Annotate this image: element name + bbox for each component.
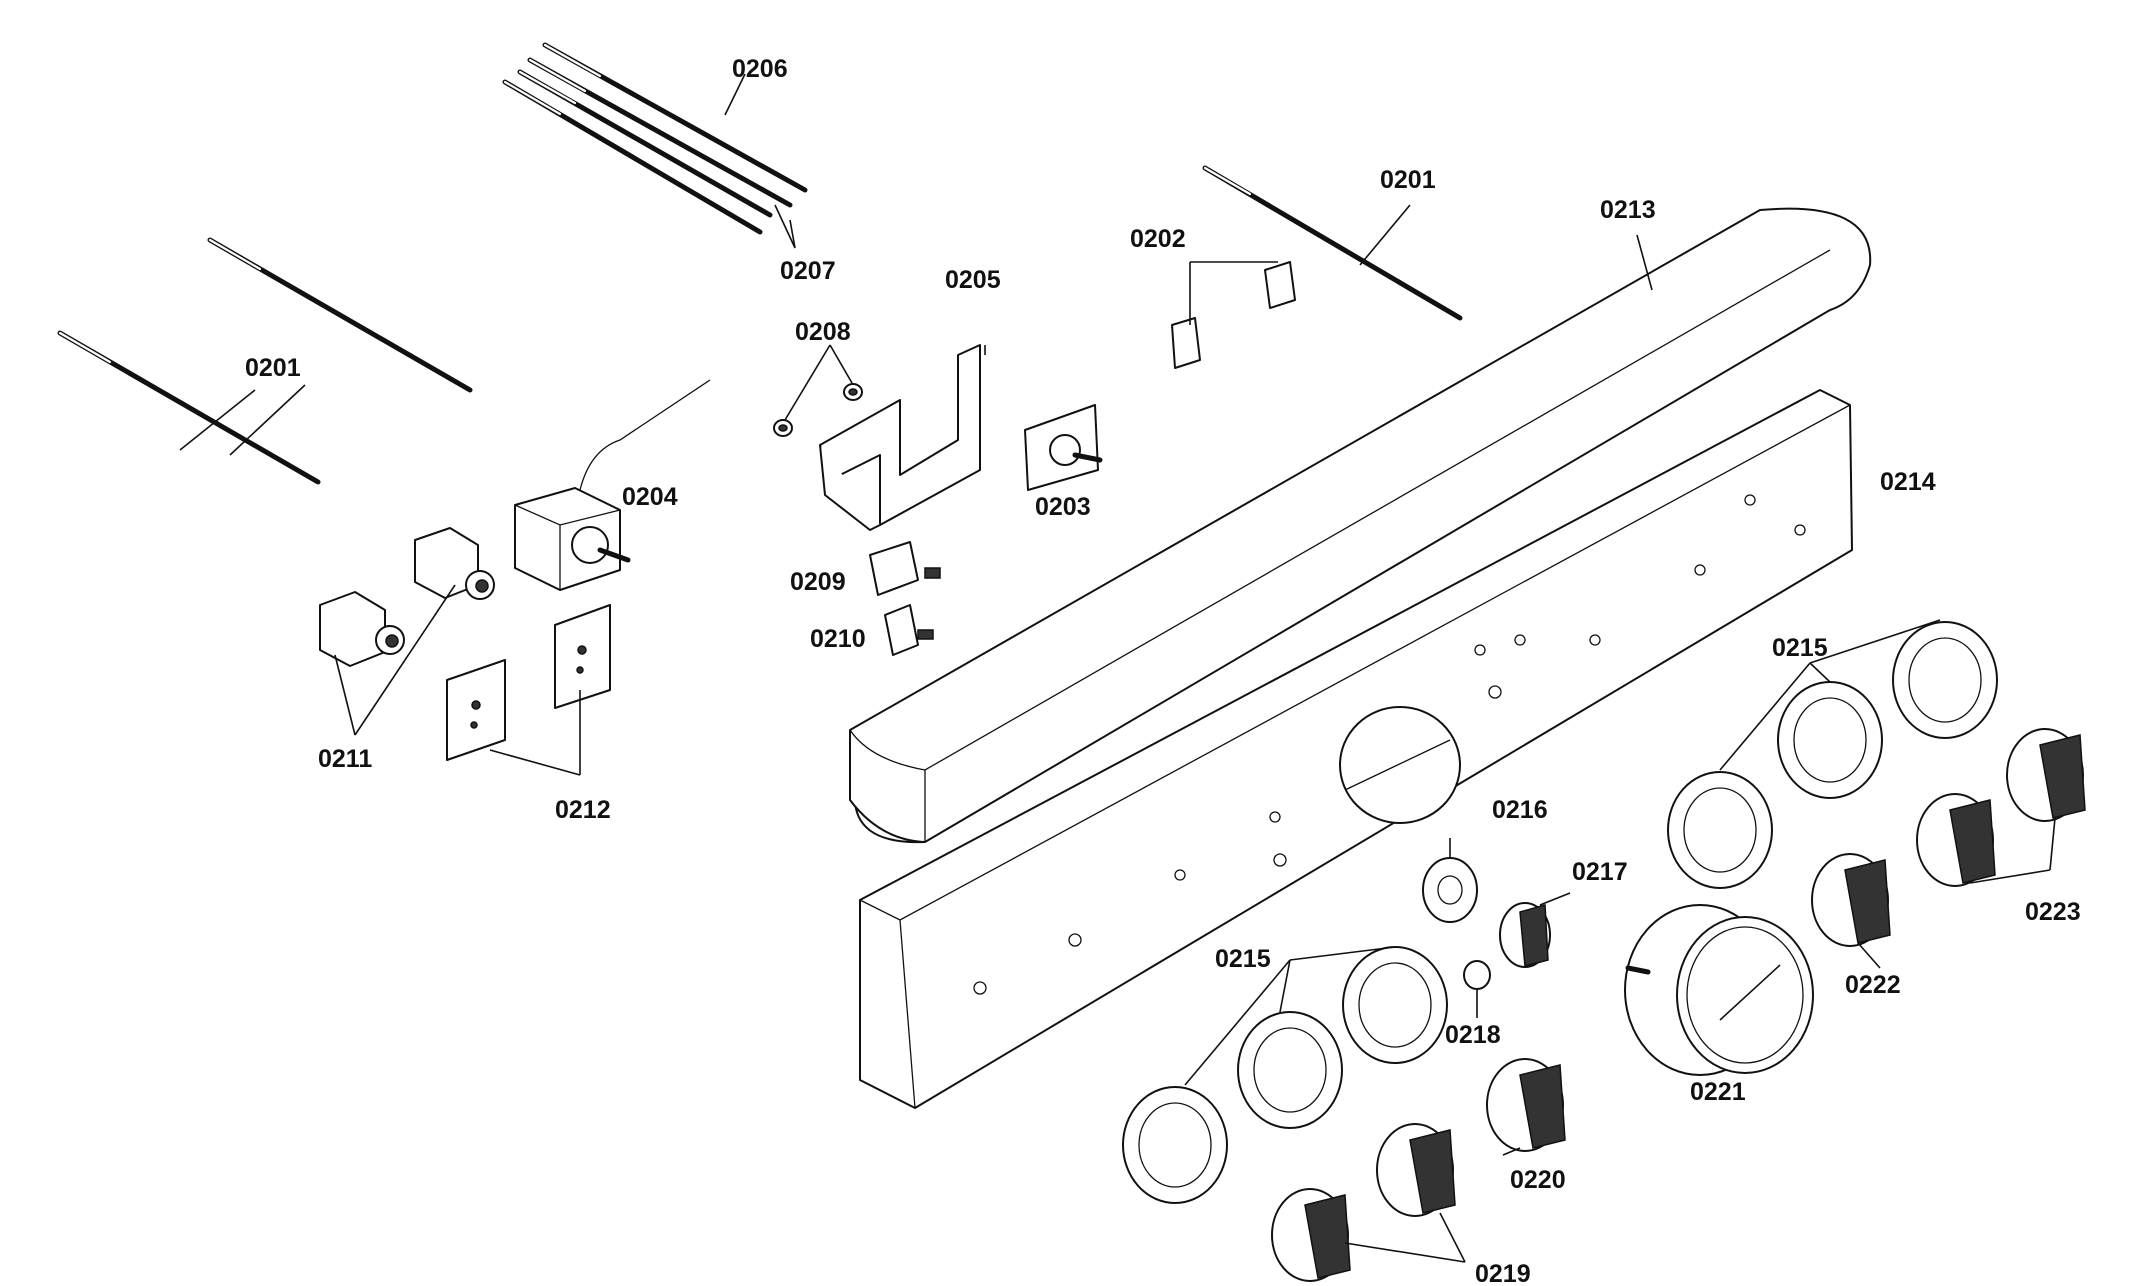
- part-0211-switch-upper: [414, 527, 495, 600]
- part-0214-control-panel: [859, 389, 1853, 1109]
- part-0211-switch-lower: [319, 591, 405, 667]
- label-0208: 0208: [795, 318, 851, 346]
- part-0215-bezels: [1122, 621, 1998, 1204]
- label-0212: 0212: [555, 796, 611, 824]
- label-0220: 0220: [1510, 1166, 1566, 1194]
- label-0202: 0202: [1130, 225, 1186, 253]
- part-0216-ring: [1422, 857, 1478, 923]
- part-0213-trim-bar: [849, 207, 1872, 844]
- part-0201-rod-left-lower: [57, 330, 321, 485]
- label-0215-lower: 0215: [1215, 945, 1271, 973]
- part-0202-microswitches: [1171, 261, 1296, 369]
- label-0216: 0216: [1492, 796, 1548, 824]
- label-0217: 0217: [1572, 858, 1628, 886]
- part-0204-thermostat: [514, 379, 711, 591]
- label-0221: 0221: [1690, 1078, 1746, 1106]
- label-0207: 0207: [780, 257, 836, 285]
- part-0212-pcb-lower: [446, 659, 506, 761]
- label-0203: 0203: [1035, 493, 1091, 521]
- part-0203-switch: [1024, 404, 1103, 491]
- part-0220-knob: [1486, 1058, 1566, 1152]
- label-0204: 0204: [622, 483, 678, 511]
- label-0210: 0210: [810, 625, 866, 653]
- part-0210-rocker-switch: [884, 604, 934, 656]
- part-0217-knob: [1499, 902, 1551, 968]
- part-0201-rod-right: [1202, 165, 1463, 321]
- callout-labels: 0201 0201 0202 0203 0204 0205 0206 0207 …: [245, 55, 2081, 1286]
- panel-holes: [973, 494, 1806, 995]
- label-0206: 0206: [732, 55, 788, 83]
- part-0206-rods: [502, 42, 808, 235]
- part-0219-knobs: [1271, 1123, 1456, 1282]
- part-0209-rocker-switch: [869, 541, 941, 596]
- label-0218: 0218: [1445, 1021, 1501, 1049]
- part-0222-knob: [1811, 853, 1891, 947]
- part-0223-knobs: [1916, 728, 2086, 887]
- label-0211: 0211: [318, 745, 372, 773]
- part-0218-adapter: [1463, 960, 1491, 990]
- part-0212-pcb-upper: [554, 604, 611, 709]
- label-0223: 0223: [2025, 898, 2081, 926]
- label-0205: 0205: [945, 266, 1001, 294]
- label-0213: 0213: [1600, 196, 1656, 224]
- label-0215-upper: 0215: [1772, 634, 1828, 662]
- label-0209: 0209: [790, 568, 846, 596]
- label-0222: 0222: [1845, 971, 1901, 999]
- label-0201-right: 0201: [1380, 166, 1436, 194]
- part-0221-gauge: [1624, 904, 1814, 1076]
- label-0219: 0219: [1475, 1260, 1531, 1286]
- label-0214: 0214: [1880, 468, 1936, 496]
- label-0201-left: 0201: [245, 354, 301, 382]
- part-0205-bracket: [819, 344, 981, 531]
- part-0208-grommets: [773, 383, 863, 437]
- leader-lines: [179, 73, 2056, 1263]
- part-0201-rod-left-upper: [207, 237, 473, 393]
